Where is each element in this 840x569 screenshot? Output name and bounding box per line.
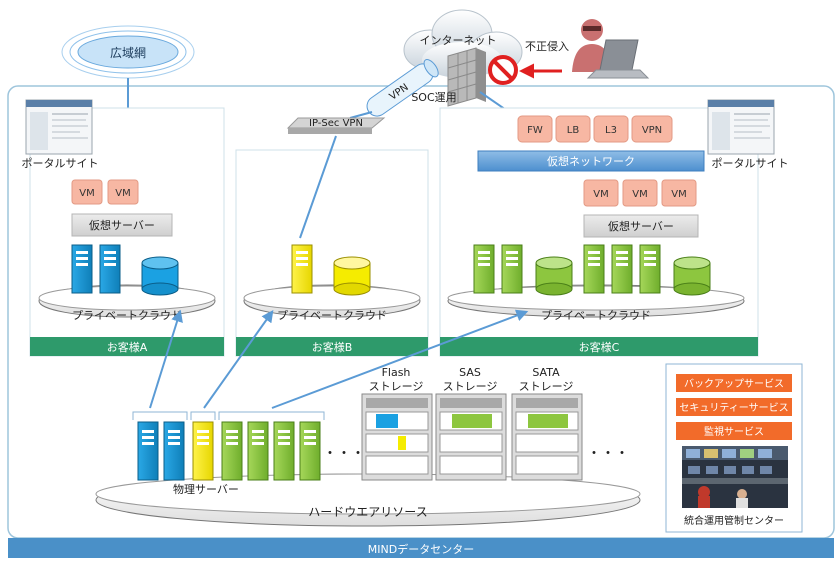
internet-label: インターネット (420, 34, 497, 47)
vm-box (71, 179, 103, 205)
service-label: セキュリティーサービス (679, 402, 788, 414)
storage-cylinder-icon (141, 256, 179, 296)
ipsec-router-icon: IP-Sec VPN (286, 117, 386, 134)
service-button (676, 398, 792, 416)
service-button (676, 422, 792, 440)
customer-a-label: お客様A (107, 340, 148, 354)
physical-server-label: 物理サーバー (173, 482, 239, 496)
storage-label: ストレージ (443, 380, 498, 393)
group-bracket (218, 411, 325, 420)
link-arrow-a (149, 309, 183, 409)
portal-label-right: ポータルサイト (712, 157, 789, 170)
ipsec-connection-line (299, 135, 337, 239)
physical-server-icon (247, 421, 269, 481)
cloud-platform-top (38, 285, 216, 311)
server-rack-icon (291, 244, 313, 294)
vpn-tunnel-icon: VPN (366, 59, 439, 117)
service-label: バックアップサービス (684, 378, 784, 390)
vm-label: VM (79, 188, 94, 199)
customer-c-band (440, 337, 758, 356)
server-rack-icon (473, 244, 523, 294)
vm-label: VM (115, 188, 130, 199)
storage-label: Flash (382, 366, 411, 379)
storage-label: ストレージ (369, 380, 424, 393)
group-bracket (190, 411, 216, 420)
virtual-server-box (71, 213, 173, 237)
vm-box (661, 179, 697, 207)
physical-server-icon (137, 421, 159, 481)
hardware-label: ハードウエアリソース (308, 505, 427, 519)
net-func-label: FW (527, 125, 543, 136)
ops-center-label: 統合運用管制センター (684, 514, 784, 527)
vm-box (622, 179, 658, 207)
net-func-label: L3 (605, 125, 617, 136)
portal-label-left: ポータルサイト (22, 157, 99, 170)
datacenter-label: MINDデータセンター (368, 542, 474, 556)
group-bracket (132, 411, 188, 420)
physical-server-icon (163, 421, 185, 481)
customer-b-band (236, 337, 428, 356)
storage-array-icon (361, 393, 433, 481)
soc-label: SOC運用 (411, 91, 456, 104)
storage-cylinder-icon (333, 256, 371, 296)
ellipsis-storage: ・・・ (587, 446, 629, 462)
physical-server-icon (273, 421, 295, 481)
net-func-box (631, 115, 673, 143)
virtual-server-label: 仮想サーバー (89, 218, 155, 232)
server-rack-icon (583, 244, 661, 294)
physical-server-icon (299, 421, 321, 481)
storage-array-icon (435, 393, 507, 481)
customer-b-frame (235, 149, 429, 357)
ellipsis-servers: ・・・ (323, 446, 365, 462)
virtual-server-label: 仮想サーバー (608, 219, 674, 233)
server-rack-icon (71, 244, 121, 294)
physical-server-icon (221, 421, 243, 481)
physical-server-icon (192, 421, 214, 481)
firewall-wall-icon (447, 47, 486, 107)
net-func-box (517, 115, 553, 143)
vpn-link-line (349, 111, 373, 119)
link-arrow-b (203, 310, 274, 409)
vm-label: VM (632, 189, 647, 200)
storage-cylinder-icon (673, 256, 711, 296)
private-cloud-label: プライベートクラウド (277, 309, 387, 322)
customer-a-band (30, 337, 224, 356)
private-cloud-label: プライベートクラウド (541, 309, 651, 322)
intrusion-label: 不正侵入 (525, 40, 569, 53)
storage-cylinder-icon (535, 256, 573, 296)
storage-label: ストレージ (519, 380, 574, 393)
cloud-platform-top (243, 285, 421, 311)
ops-center-photo (682, 446, 788, 508)
storage-label: SAS (459, 366, 481, 379)
virtual-network-bar (477, 150, 705, 172)
hacker-icon (572, 19, 650, 79)
vm-box (583, 179, 619, 207)
blocked-sign-icon (488, 55, 518, 85)
wide-area-network: 広域網 (61, 25, 195, 79)
virtual-server-box (583, 214, 699, 238)
portal-thumbnail-left (25, 99, 93, 155)
virtual-network-label: 仮想ネットワーク (547, 154, 635, 168)
net-func-label: LB (567, 125, 580, 136)
vm-label: VM (593, 189, 608, 200)
wide-area-label: 広域網 (110, 46, 146, 60)
portal-thumbnail-right (707, 99, 775, 155)
net-func-box (593, 115, 629, 143)
customer-b-label: お客様B (312, 340, 353, 354)
service-button (676, 374, 792, 392)
customer-c-label: お客様C (579, 340, 620, 354)
vm-label: VM (671, 189, 686, 200)
storage-label: SATA (532, 366, 560, 379)
net-func-label: VPN (642, 125, 662, 136)
storage-array-icon (511, 393, 583, 481)
ipsec-label: IP-Sec VPN (309, 118, 363, 129)
vm-box (107, 179, 139, 205)
net-func-box (555, 115, 591, 143)
private-cloud-label: プライベートクラウド (72, 309, 182, 322)
service-label: 監視サービス (704, 425, 764, 438)
link-arrow-c (271, 309, 529, 409)
datacenter-footer-bar (8, 538, 834, 558)
